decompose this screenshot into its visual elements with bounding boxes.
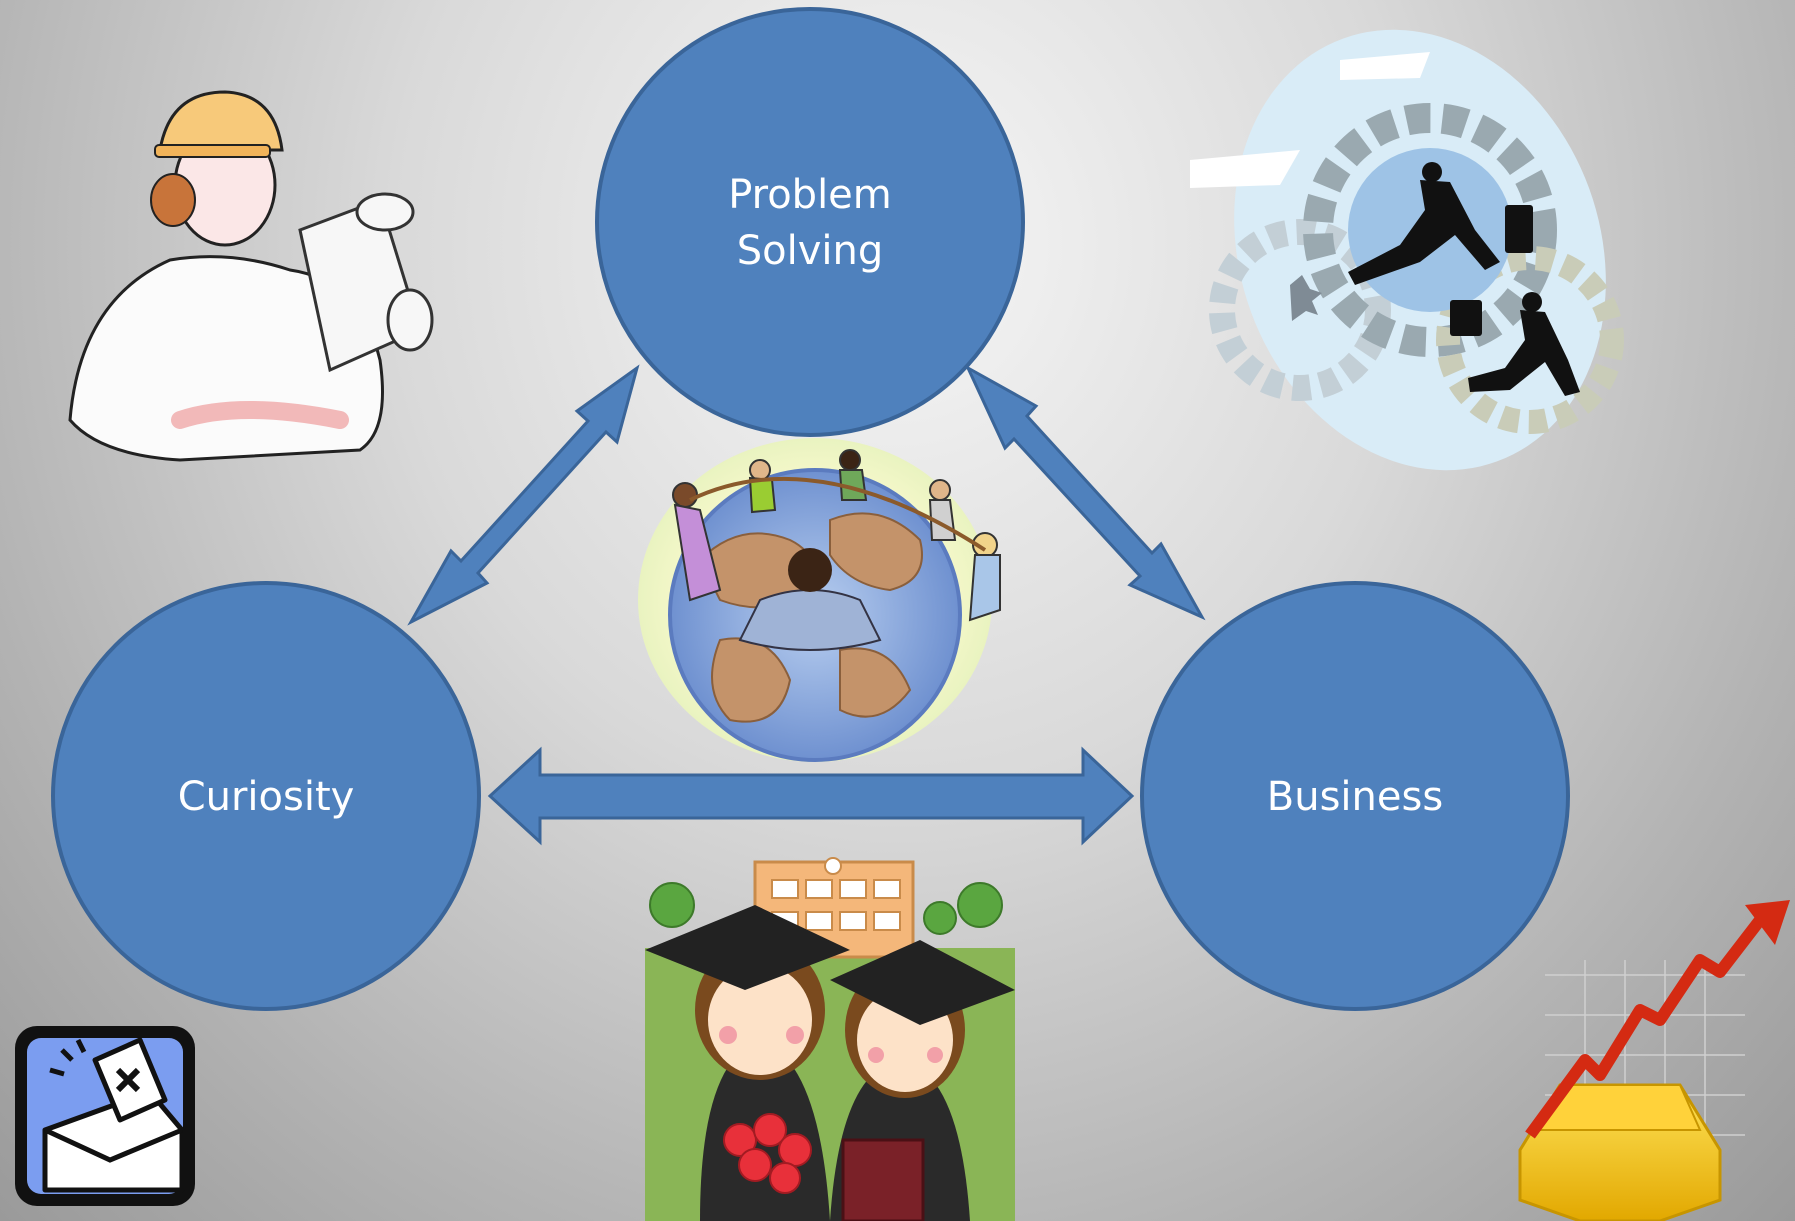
node-label-problem-solving-line-2: Solving bbox=[737, 228, 884, 274]
node-problem-solving: Problem Solving bbox=[595, 7, 1025, 437]
node-business: Business bbox=[1140, 581, 1570, 1011]
node-label-business: Business bbox=[1267, 774, 1443, 820]
arrow-curiosity-business bbox=[487, 746, 1135, 846]
growth-chart-clipart bbox=[1518, 900, 1790, 1221]
node-label-curiosity: Curiosity bbox=[178, 774, 355, 820]
people-around-globe-clipart bbox=[638, 438, 1001, 762]
graduates-clipart bbox=[645, 857, 1015, 1221]
arrow-problem-curiosity bbox=[407, 364, 640, 626]
node-label-problem-solving-line-1: Problem bbox=[728, 172, 892, 218]
arrow-problem-business bbox=[964, 364, 1206, 621]
engineer-clipart bbox=[68, 90, 434, 462]
node-curiosity: Curiosity bbox=[51, 581, 481, 1011]
businessmen-gears-clipart bbox=[1190, 29, 1624, 471]
ballot-box-icon bbox=[15, 1026, 195, 1206]
